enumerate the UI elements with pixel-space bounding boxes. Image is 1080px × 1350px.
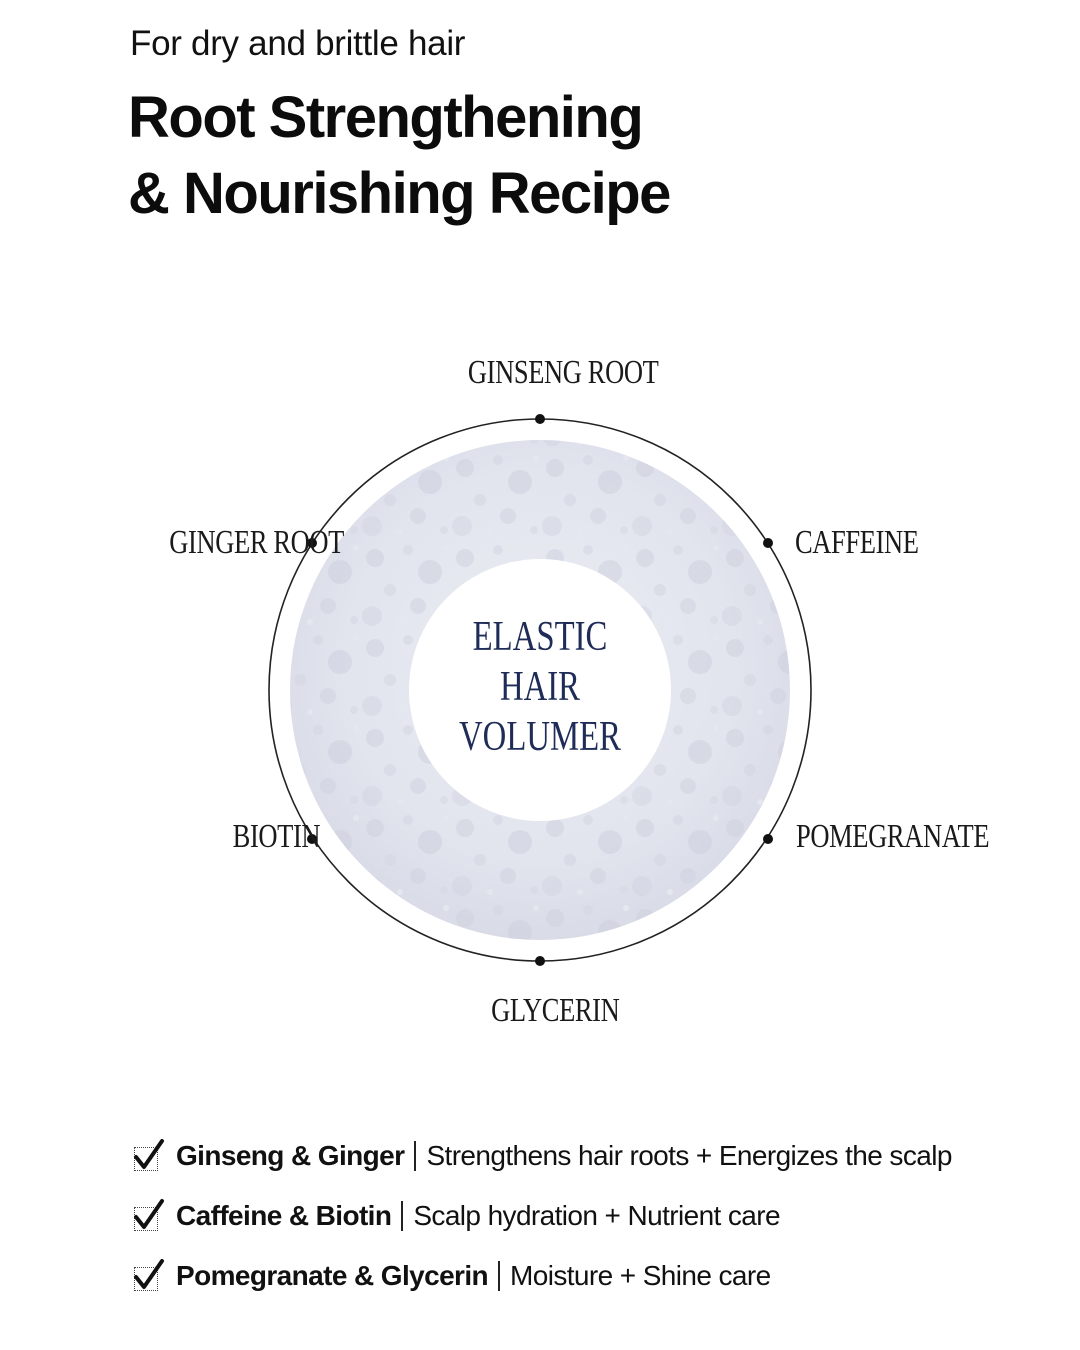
center-product-name: ELASTIC HAIR VOLUMER: [390, 612, 690, 762]
benefit-item: Caffeine & Biotin Scalp hydration + Nutr…: [132, 1186, 952, 1246]
checkbox-checked-icon: [132, 1139, 164, 1171]
benefit-item: Pomegranate & Glycerin Moisture + Shine …: [132, 1246, 952, 1306]
ingredient-label-ginger-root: GINGER ROOT: [169, 524, 344, 561]
dot-top: [535, 414, 545, 424]
checkbox-checked-icon: [132, 1199, 164, 1231]
ingredient-label-glycerin: GLYCERIN: [491, 992, 620, 1029]
dot-lower-right: [763, 834, 773, 844]
benefits-list: Ginseng & Ginger Strengthens hair roots …: [132, 1126, 952, 1306]
center-line-3: VOLUMER: [459, 714, 621, 760]
benefit-description: Scalp hydration + Nutrient care: [413, 1200, 780, 1231]
separator: [414, 1141, 417, 1171]
center-line-2: HAIR: [499, 664, 581, 710]
title-line-1: Root Strengthening: [128, 85, 644, 150]
ingredient-label-ginseng-root: GINSENG ROOT: [467, 354, 659, 391]
benefit-item: Ginseng & Ginger Strengthens hair roots …: [132, 1126, 952, 1186]
benefit-name: Ginseng & Ginger: [176, 1140, 405, 1171]
ingredient-label-biotin: BIOTIN: [232, 818, 321, 855]
dot-bottom: [535, 956, 545, 966]
checkbox-checked-icon: [132, 1259, 164, 1291]
ingredient-label-caffeine: CAFFEINE: [795, 524, 919, 561]
center-line-1: ELASTIC: [472, 614, 608, 660]
center-circle: [409, 559, 671, 821]
benefit-name: Caffeine & Biotin: [176, 1200, 392, 1231]
dot-upper-right: [763, 538, 773, 548]
separator: [401, 1201, 404, 1231]
dot-lower-left: [307, 834, 317, 844]
benefit-name: Pomegranate & Glycerin: [176, 1260, 489, 1291]
subtitle: For dry and brittle hair: [130, 24, 466, 63]
dot-upper-left: [307, 538, 317, 548]
benefit-description: Moisture + Shine care: [510, 1260, 771, 1291]
benefit-description: Strengthens hair roots + Energizes the s…: [426, 1140, 952, 1171]
ingredient-label-pomegranate: POMEGRANATE: [796, 818, 990, 855]
title-line-2: & Nourishing Recipe: [128, 161, 671, 226]
page-title: Root Strengthening & Nourishing Recipe: [128, 80, 671, 232]
separator: [498, 1261, 501, 1291]
